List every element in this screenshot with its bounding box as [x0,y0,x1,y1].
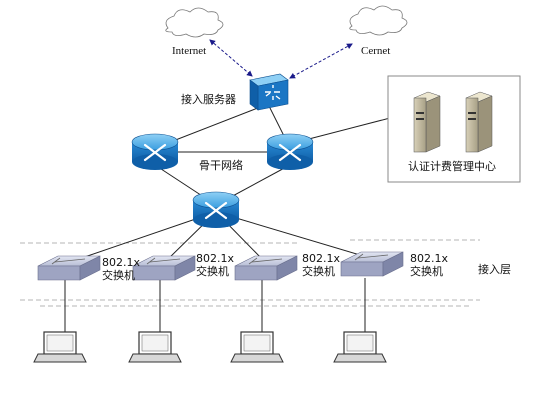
laptop-icon [33,331,87,363]
auth-center-label: 认证计费管理中心 [408,160,496,173]
cernet-link-arrow [289,43,353,79]
switch-label: 802.1x 交换机 [102,256,140,282]
laptop-icon [128,331,182,363]
switch-label: 802.1x 交换机 [302,252,340,278]
switch-protocol-label: 802.1x [196,252,235,265]
access-server-icon [249,73,289,111]
internet-label: Internet [172,45,207,57]
switch-type-label: 交换机 [196,265,229,278]
cernet-label: Cernet [361,45,391,57]
access-switch-icon [234,255,298,281]
server-icon [465,91,493,153]
backbone-router-right-icon [266,133,314,170]
switch-protocol-label: 802.1x [410,252,449,265]
access-switch-icon [340,251,404,277]
switch-type-label: 交换机 [302,265,335,278]
access-layer-label: 接入层 [478,263,511,276]
backbone-router-left-icon [131,133,179,170]
switch-label: 802.1x 交换机 [410,252,448,278]
switch-protocol-label: 802.1x [302,252,341,265]
internet-cloud-icon [165,7,224,38]
switch-type-label: 交换机 [102,269,135,282]
switch-protocol-label: 802.1x [102,256,141,269]
layer-separator-lines [20,239,480,307]
laptop-icon [230,331,284,363]
internet-link-arrow [209,39,253,77]
access-switch-icon [37,255,101,281]
auth-center-box [387,75,521,183]
backbone-label: 骨干网络 [199,159,243,172]
access-server-label: 接入服务器 [181,93,236,106]
switch-label: 802.1x 交换机 [196,252,234,278]
core-router-icon [192,191,240,228]
server-icon [413,91,441,153]
switch-type-label: 交换机 [410,265,443,278]
laptop-icon [333,331,387,363]
access-switch-icon [132,255,196,281]
cernet-cloud-icon [349,5,408,36]
